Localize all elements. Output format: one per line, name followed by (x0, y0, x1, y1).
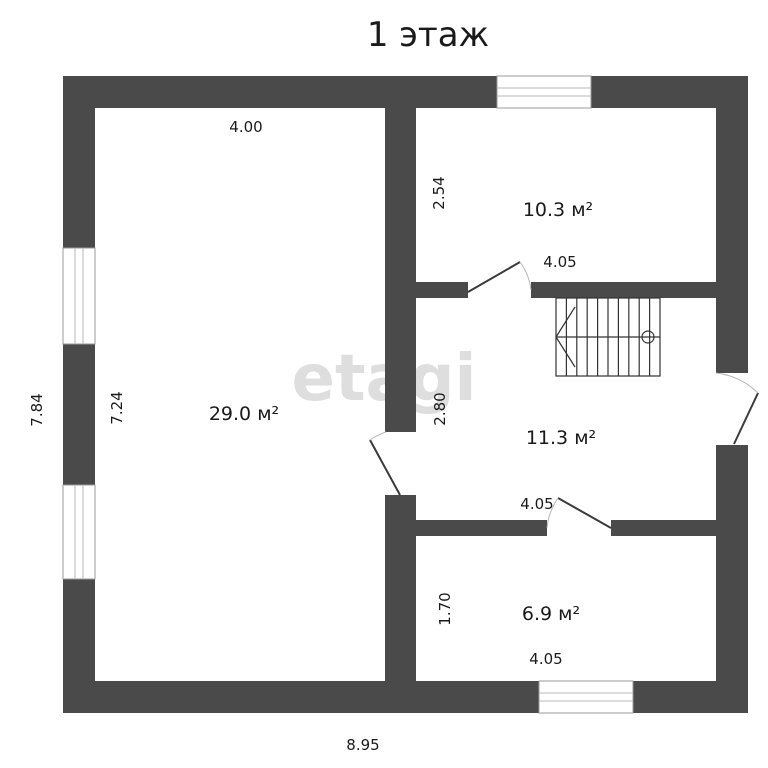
window-left-upper (62, 247, 96, 345)
doors (369, 261, 759, 529)
wall-left (63, 76, 95, 713)
room-lower-area: 6.9 м² (522, 603, 580, 625)
door-exterior (715, 372, 759, 445)
wall-partition-bottom-right (611, 520, 716, 536)
plan-title: 1 этаж (367, 15, 489, 55)
window-top (496, 75, 592, 109)
room-lower-length: 1.70 (436, 592, 454, 625)
room-upper-length: 2.54 (430, 176, 448, 209)
room-upper-area: 10.3 м² (523, 199, 593, 221)
watermark: etagi (292, 342, 477, 416)
staircase (555, 297, 661, 377)
room-hall-area: 11.3 м² (526, 427, 596, 449)
wall-right-upper (716, 76, 748, 373)
window-left-lower (62, 484, 96, 580)
door-large-room (369, 431, 401, 496)
wall-partition-top-left (416, 282, 468, 298)
room-upper-width: 4.05 (543, 253, 576, 271)
walls (63, 76, 748, 713)
room-large-area: 29.0 м² (209, 403, 279, 425)
wall-middle-upper (385, 76, 416, 432)
overall-height: 7.84 (28, 393, 46, 426)
wall-right-lower (716, 445, 748, 713)
door-lower-room (546, 497, 612, 529)
room-hall-width: 4.05 (520, 495, 553, 513)
wall-partition-top-right (531, 282, 716, 298)
room-large-length: 7.24 (108, 391, 126, 424)
room-lower-width: 4.05 (529, 650, 562, 668)
wall-partition-bottom-left (416, 520, 547, 536)
windows (62, 75, 634, 714)
room-hall-length: 2.80 (431, 392, 449, 425)
window-bottom (538, 680, 634, 714)
wall-middle-lower (385, 495, 416, 713)
overall-width: 8.95 (346, 736, 379, 754)
room-large-width: 4.00 (229, 118, 262, 136)
door-upper-room (467, 261, 532, 293)
